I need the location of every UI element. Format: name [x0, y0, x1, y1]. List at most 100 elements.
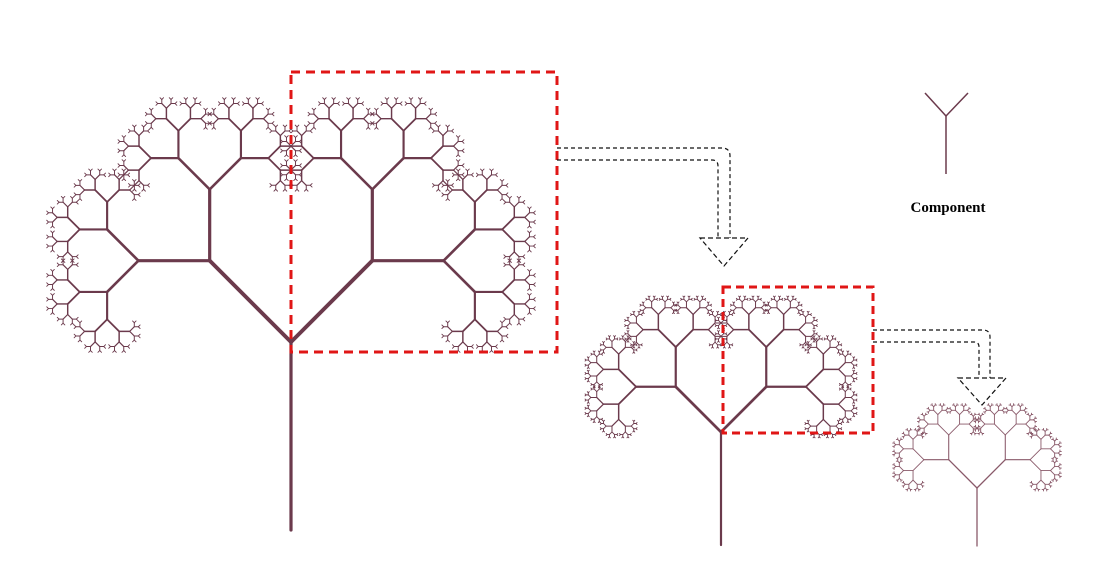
tree-branch [311, 126, 315, 130]
tree-branch [522, 201, 526, 205]
tree-branch [67, 251, 73, 258]
tree-branch [813, 338, 818, 342]
tree-branch [802, 341, 807, 346]
tree-branch [980, 419, 986, 425]
tree-branch [787, 295, 790, 298]
tree-branch [630, 425, 635, 430]
fractal-tree-small [892, 403, 1062, 547]
tree-branch [632, 346, 635, 349]
tree-branch [108, 172, 111, 176]
tree-branch [717, 327, 719, 330]
tree-branch [62, 251, 69, 258]
tree-branch [642, 301, 645, 304]
tree-branch [590, 352, 593, 355]
tree-branch [117, 172, 121, 176]
tree-branch [898, 470, 904, 476]
tree-branch [648, 295, 651, 298]
tree-branch [912, 448, 925, 461]
tree-branch [640, 314, 643, 316]
tree-branch [741, 307, 750, 316]
tree-branch [67, 313, 73, 320]
tree-branch [505, 184, 509, 188]
tree-branch [447, 179, 450, 182]
tree-branch [616, 434, 619, 436]
tree-branch [66, 279, 81, 293]
tree-branch [507, 322, 511, 326]
highlight-box-large [289, 70, 559, 354]
tree-branch [301, 180, 307, 186]
tree-branch [437, 124, 441, 128]
tree-branch [305, 124, 309, 128]
tree-branch [1029, 459, 1042, 472]
tree-branch [240, 117, 254, 132]
tree-branch [174, 103, 178, 106]
tree-branch [143, 124, 146, 128]
tree-branch [630, 343, 633, 346]
tree-branch [524, 216, 531, 223]
tree-branch [855, 359, 858, 362]
tree-branch [590, 417, 593, 420]
tree-branch [127, 174, 131, 178]
tree-branch [118, 174, 125, 181]
tree-branch [1036, 479, 1042, 485]
tree-branch [503, 316, 507, 320]
tree-branch [776, 307, 785, 316]
tree-branch [452, 169, 459, 176]
tree-branch [627, 319, 631, 324]
tree-branch [123, 140, 130, 147]
tree-branch [323, 97, 327, 100]
tree-branch [94, 318, 109, 333]
tree-branch [632, 430, 635, 433]
tree-branch [822, 418, 831, 427]
tree-branch [447, 124, 450, 128]
tree-branch [807, 419, 810, 422]
tree-branch [603, 341, 605, 344]
tree-branch [285, 145, 292, 152]
tree-branch [267, 107, 271, 111]
tree-branch [855, 364, 858, 367]
tree-branch [635, 344, 638, 347]
tree-branch [725, 333, 728, 336]
tree-branch [587, 373, 592, 377]
tree-branch [664, 298, 669, 303]
tree-branch [513, 313, 520, 320]
tree-branch [816, 418, 824, 427]
tree-branch [441, 183, 445, 186]
tree-branch [795, 304, 800, 309]
tree-branch [716, 346, 719, 349]
tree-branch [137, 335, 141, 339]
tree-branch [849, 384, 852, 386]
tree-branch [117, 148, 121, 152]
tree-branch [467, 168, 470, 172]
tree-branch [651, 298, 655, 303]
tree-branch [50, 312, 53, 315]
tree-branch [596, 353, 600, 358]
tree-branch [481, 341, 488, 348]
tree-branch [586, 380, 589, 383]
tree-branch [286, 159, 289, 162]
tree-branch [923, 419, 929, 425]
tree-branch [475, 172, 479, 176]
tree-branch [762, 312, 765, 314]
tree-branch [347, 102, 354, 109]
tree-branch [855, 399, 858, 402]
tree-branch [629, 434, 632, 436]
tree-branch [533, 236, 536, 240]
tree-branch [133, 130, 140, 137]
tree-branch [850, 394, 855, 398]
tree-branch [370, 111, 373, 115]
tree-branch [838, 419, 840, 422]
tree-branch [79, 189, 86, 196]
tree-branch [529, 269, 532, 272]
tree-branch [693, 297, 696, 300]
tree-branch [105, 259, 140, 294]
tree-branch [73, 333, 77, 337]
tree-branch [213, 107, 216, 111]
tree-branch [812, 327, 815, 330]
tree-branch [810, 337, 813, 340]
tree-branch [147, 130, 150, 134]
tree-branch [815, 338, 818, 341]
tree-branch [340, 117, 354, 132]
tree-branch [51, 236, 58, 243]
tree-branch [290, 128, 294, 132]
